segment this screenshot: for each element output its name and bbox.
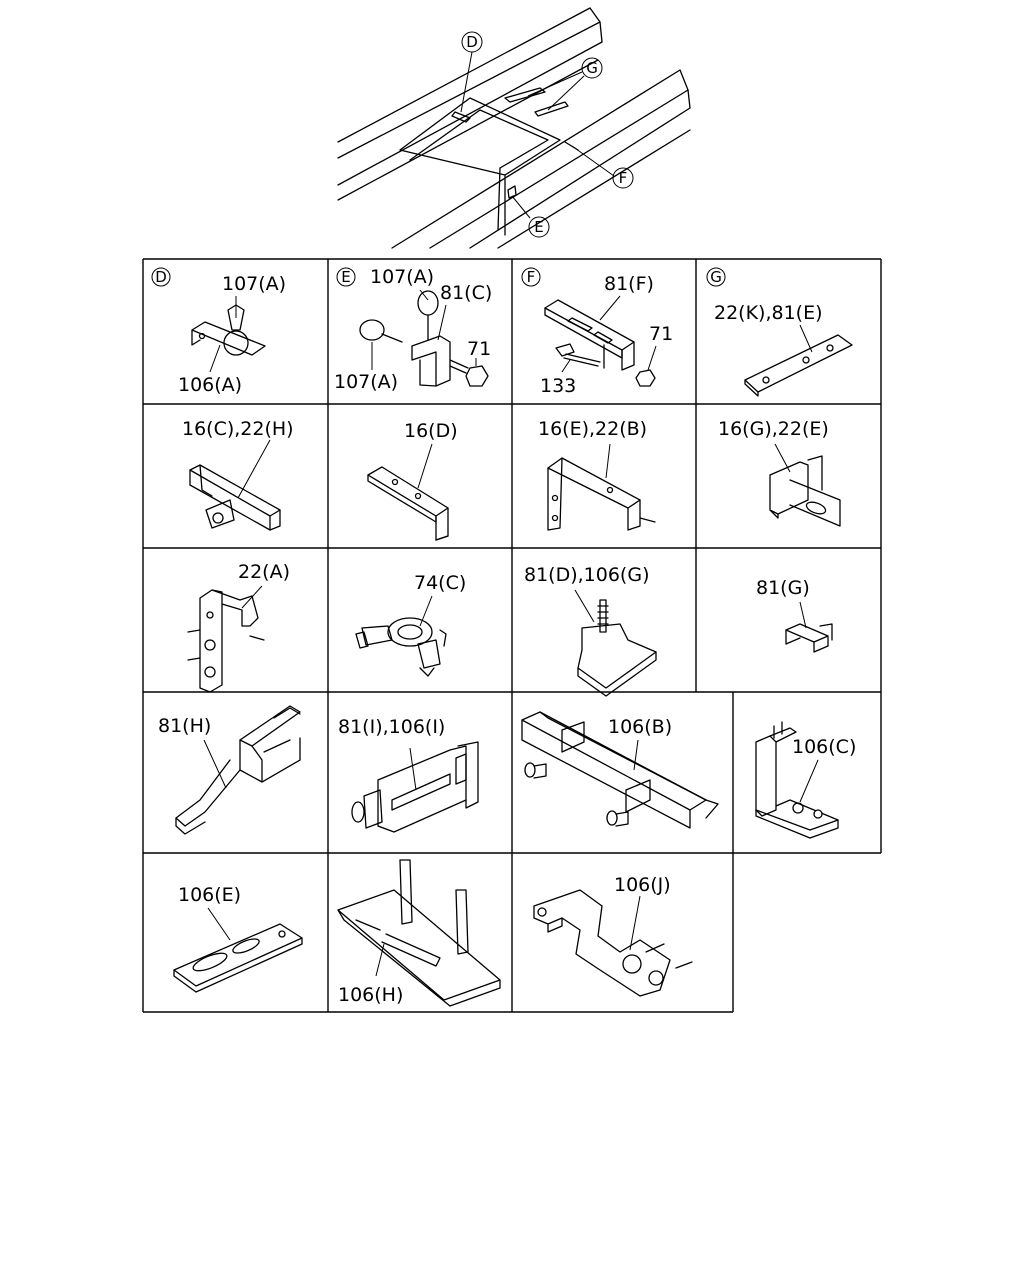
flat-plate-drawing	[744, 334, 853, 397]
cell-r3c1-label: 22(A)	[238, 561, 290, 583]
cell-r3c4-label: 81(G)	[756, 577, 810, 599]
long-channel-drawing	[521, 711, 719, 829]
cell-f-marker: F	[527, 268, 536, 286]
channel-bolt-bracket-drawing	[351, 741, 479, 833]
slotted-bracket-drawing	[769, 455, 841, 527]
cell-r4c2-label: 81(I),106(I)	[338, 716, 445, 738]
cell-r3c2: 74(C)	[355, 572, 466, 677]
cell-r5c2-label: 106(H)	[338, 984, 403, 1006]
clip-bracket-drawing	[191, 304, 266, 356]
angle-bracket-drawing	[187, 589, 265, 693]
cell-f-label-2: 71	[649, 323, 673, 345]
small-bracket-drawing	[785, 623, 833, 653]
cell-r3c4: 81(G)	[756, 577, 833, 653]
cell-e-label-2: 81(C)	[440, 282, 492, 304]
tray-bracket-drawing	[337, 859, 501, 1007]
cell-f-label-3: 133	[540, 375, 576, 397]
cell-d-label-2: 106(A)	[178, 374, 242, 396]
cell-r4c3: 106(B)	[521, 711, 719, 829]
slotted-plate-drawing	[173, 923, 303, 993]
long-bracket-drawing	[189, 464, 281, 531]
cell-r5c1-label: 106(E)	[178, 884, 241, 906]
cell-r3c1: 22(A)	[187, 561, 290, 693]
cell-d-label-1: 107(A)	[222, 273, 286, 295]
cell-e-label-1: 107(A)	[370, 266, 434, 288]
cell-r2c4-label: 16(G),22(E)	[718, 418, 829, 440]
cell-r5c2: 106(H)	[337, 859, 501, 1007]
cell-g: G 22(K),81(E)	[706, 267, 853, 397]
cell-r5c3-label: 106(J)	[614, 874, 671, 896]
pipe-clamp-drawing	[355, 617, 447, 677]
callout-d-letter: D	[466, 33, 478, 51]
cell-r2c3-label: 16(E),22(B)	[538, 418, 647, 440]
clamp-bracket-drawing	[359, 290, 489, 387]
stud-plate-drawing	[577, 599, 657, 697]
cell-r2c3: 16(E),22(B)	[538, 418, 656, 531]
cell-e: E 107(A) 81(C) 71 107(A)	[334, 266, 492, 393]
cell-g-label-1: 22(K),81(E)	[714, 302, 823, 324]
cell-r2c1-label: 16(C),22(H)	[182, 418, 294, 440]
cell-f: F 81(F) 71 133	[521, 267, 673, 397]
cell-r5c1: 106(E)	[173, 884, 303, 993]
cell-r3c3-label: 81(D),106(G)	[524, 564, 650, 586]
cell-r4c1-label: 81(H)	[158, 715, 211, 737]
cell-r2c1: 16(C),22(H)	[182, 418, 294, 531]
offset-bracket-drawing	[175, 705, 301, 835]
callout-e-letter: E	[534, 218, 543, 236]
cell-r4c1: 81(H)	[158, 705, 301, 835]
cell-d-marker: D	[155, 268, 167, 286]
channel-bracket-drawing	[544, 299, 656, 387]
chassis-frame-overview: D G F E	[337, 7, 691, 249]
tall-bracket-drawing	[755, 721, 839, 839]
cell-r3c3: 81(D),106(G)	[524, 564, 657, 697]
callout-f-letter: F	[619, 169, 628, 187]
cell-g-marker: G	[710, 268, 722, 286]
l-bracket-drawing	[367, 466, 449, 541]
u-bracket-drawing	[547, 457, 656, 531]
cell-e-label-4: 107(A)	[334, 371, 398, 393]
cell-r5c3: 106(J)	[533, 874, 693, 997]
callout-g-letter: G	[586, 59, 598, 77]
cell-e-label-3: 71	[467, 338, 491, 360]
cell-r2c2: 16(D)	[367, 420, 458, 541]
parts-grid	[142, 258, 882, 1013]
cell-d: D 107(A) 106(A)	[151, 267, 286, 396]
cell-r4c3-label: 106(B)	[608, 716, 672, 738]
cell-r2c4: 16(G),22(E)	[718, 418, 841, 527]
cell-r4c4: 106(C)	[755, 721, 856, 839]
cell-r3c2-label: 74(C)	[414, 572, 466, 594]
cell-r4c4-label: 106(C)	[792, 736, 856, 758]
cell-f-label-1: 81(F)	[604, 273, 654, 295]
formed-bracket-drawing	[533, 889, 693, 997]
cell-r2c2-label: 16(D)	[404, 420, 458, 442]
cell-r4c2: 81(I),106(I)	[338, 716, 479, 833]
cell-e-marker: E	[341, 268, 350, 286]
